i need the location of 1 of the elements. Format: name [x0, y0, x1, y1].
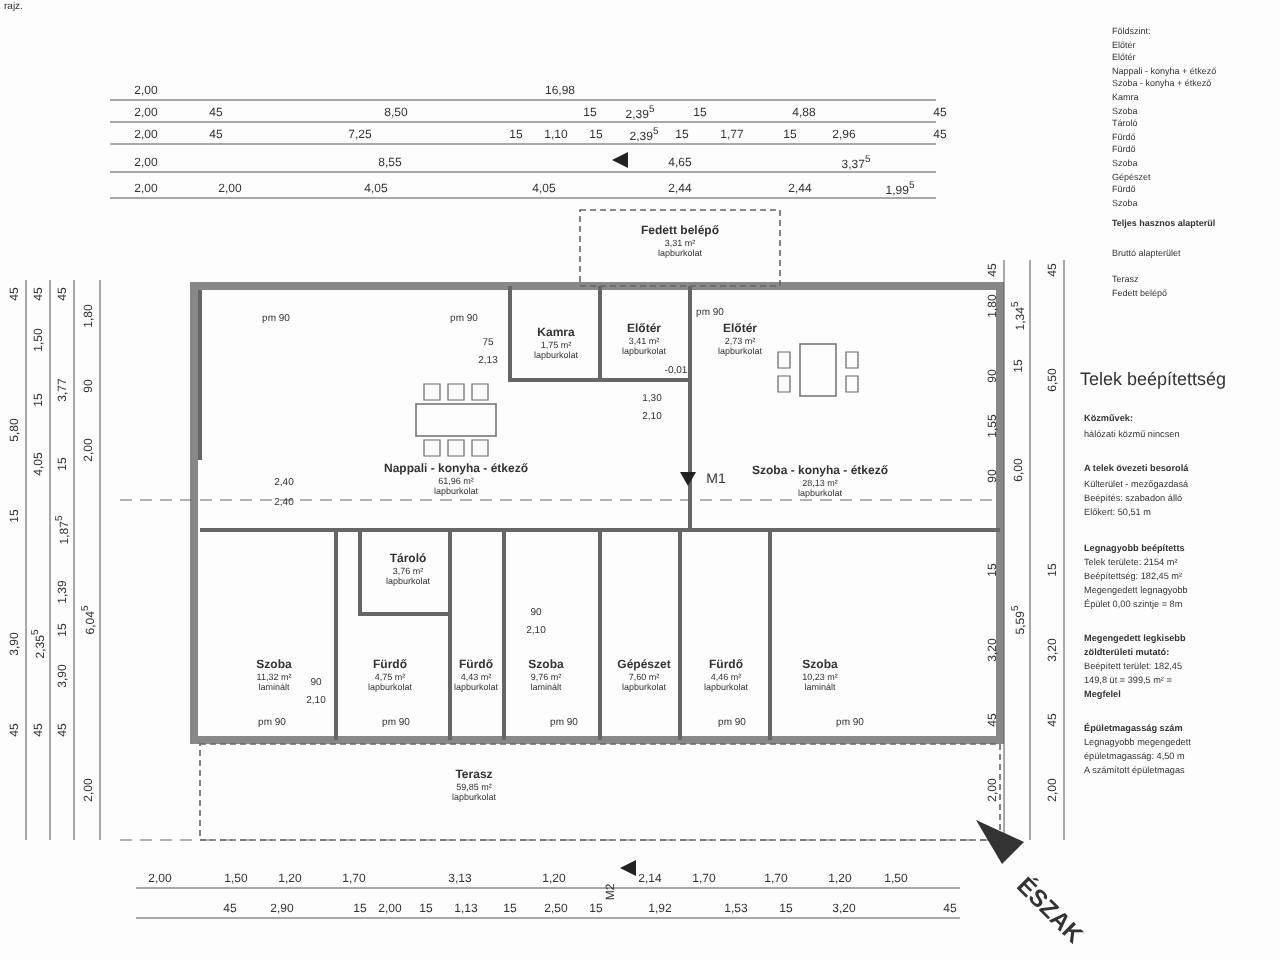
section-heading: Telek beépítettség: [1080, 371, 1227, 389]
